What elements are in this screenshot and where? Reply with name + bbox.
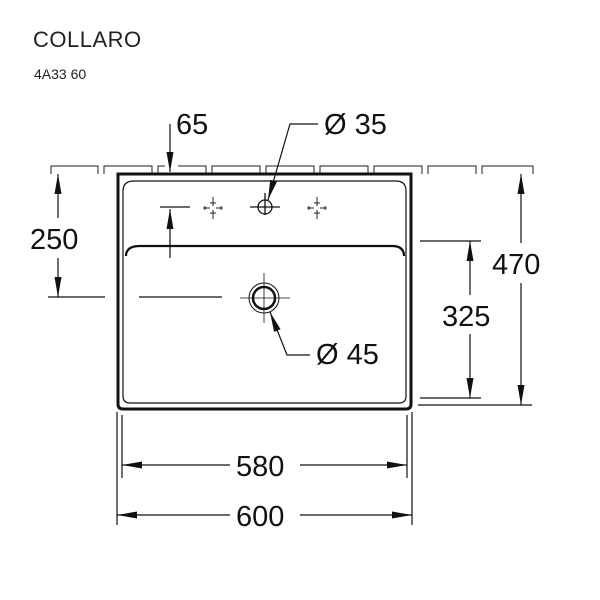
product-code: 4A33 60 [34,66,87,82]
wall-strip [50,165,534,174]
dim-325-label: 325 [442,301,490,333]
dim-600-label: 600 [236,501,284,533]
dim-drain-diameter: Ø 45 [269,311,379,371]
dim-tap-diameter: Ø 35 [267,109,387,201]
dim-580 [121,415,408,478]
dim-65: 65 [166,109,208,172]
tap-hole-center-icon [250,193,280,215]
dim-580-label: 580 [236,451,284,483]
tap-hole-right-icon [307,197,327,219]
dim-250 [48,174,222,298]
drain-icon [240,273,290,323]
dim-drain-diameter-label: Ø 45 [316,339,379,371]
tap-hole-left-icon [203,197,223,219]
dim-325 [420,240,481,399]
dim-65-label: 65 [176,109,208,141]
dim-470 [418,174,532,406]
basin-outline [116,172,413,411]
product-name: COLLARO [33,27,142,52]
dim-tap-diameter-label: Ø 35 [324,109,387,141]
dim-250-label: 250 [30,224,78,256]
dim-470-label: 470 [492,249,540,281]
dim-600 [116,412,413,525]
